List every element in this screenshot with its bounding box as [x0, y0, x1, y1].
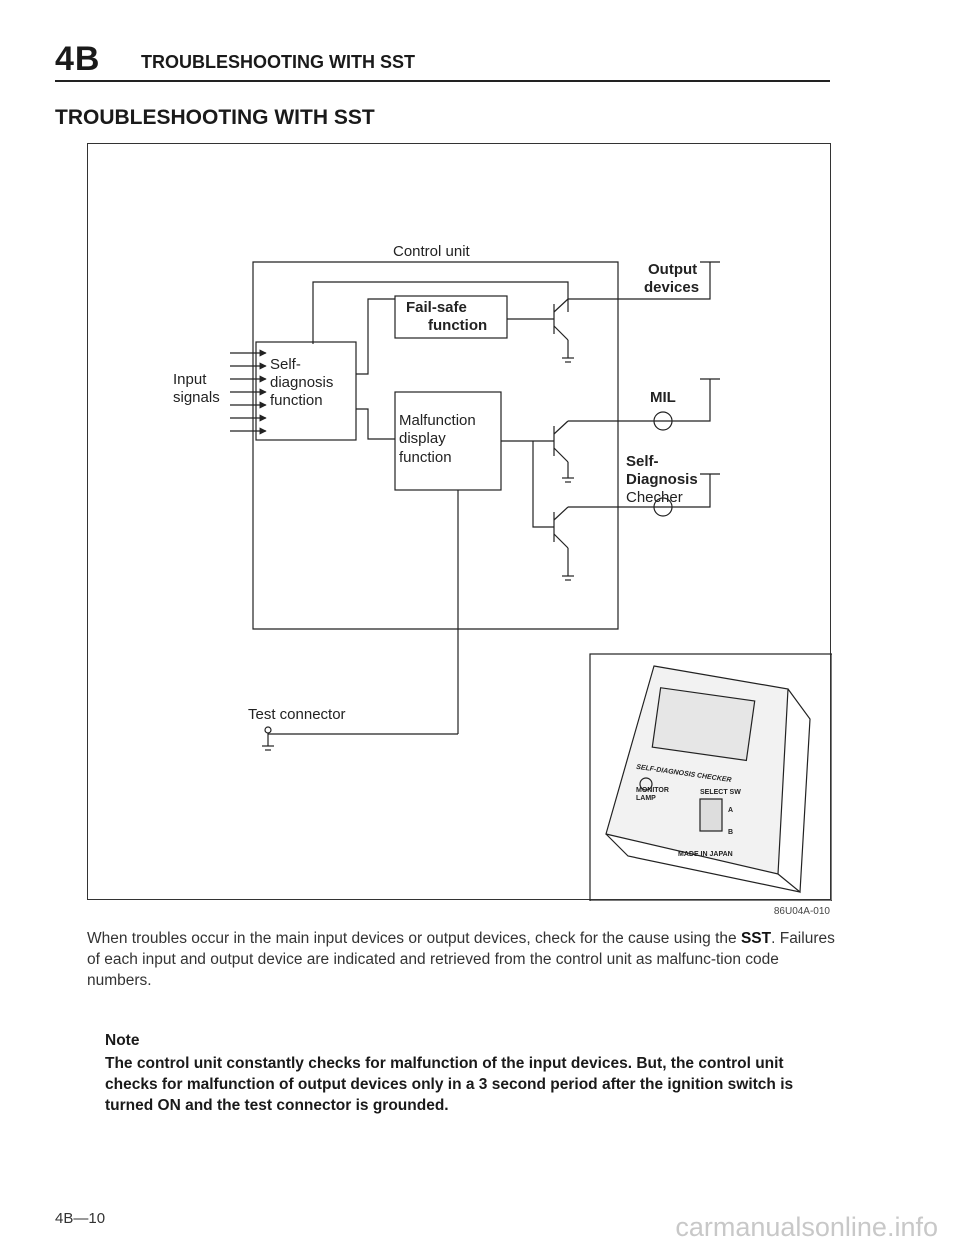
- mil-label: MIL: [650, 389, 676, 406]
- device-monitor-label-1: MONITOR: [636, 787, 669, 794]
- self-diagnosis-box: [255, 341, 357, 441]
- page-number: 4B—10: [55, 1210, 106, 1227]
- self-diag-label-1: Self-: [270, 356, 301, 373]
- test-connector-label: Test connector: [248, 706, 346, 723]
- control-unit-diagram: Control unit Input signals Self- diagnos…: [173, 243, 832, 901]
- page-header: 4B TROUBLESHOOTING WITH SST: [55, 40, 830, 82]
- input-label-1: Input: [173, 371, 207, 388]
- control-unit-box: [252, 261, 619, 630]
- paragraph-bold: SST: [740, 930, 772, 947]
- figure-code: 86U04A-010: [773, 906, 830, 917]
- checker-label-3: Checher: [626, 489, 683, 506]
- section-title: TROUBLESHOOTING WITH SST: [141, 52, 415, 72]
- self-diag-label-3: function: [270, 392, 323, 409]
- watermark: carmanualsonline.info: [675, 1212, 938, 1242]
- checker-label-2: Diagnosis: [626, 471, 698, 488]
- control-unit-label: Control unit: [393, 243, 471, 260]
- input-label-2: signals: [173, 389, 220, 406]
- malfunction-label-1: Malfunction: [399, 412, 476, 429]
- figure-box: Control unit Input signals Self- diagnos…: [87, 143, 832, 901]
- device-a-label: A: [728, 807, 733, 814]
- device-select-label: SELECT SW: [700, 789, 741, 796]
- paragraph-text-2: . Failures of each input and output devi…: [87, 930, 835, 989]
- page-title: TROUBLESHOOTING WITH SST: [55, 106, 375, 129]
- section-number: 4B: [55, 40, 101, 78]
- checker-photo-frame: [589, 653, 832, 901]
- malfunction-label-3: function: [399, 449, 452, 466]
- output-label-1: Output: [648, 261, 697, 278]
- body-paragraph: When troubles occur in the main input de…: [87, 928, 837, 991]
- output-label-2: devices: [644, 279, 699, 296]
- self-diag-label-2: diagnosis: [270, 374, 333, 391]
- mil-lamp-icon: [653, 411, 673, 431]
- paragraph-text-1: When troubles occur in the main input de…: [87, 930, 741, 947]
- device-b-label: B: [728, 829, 733, 836]
- malfunction-label-2: display: [399, 430, 446, 447]
- device-monitor-label-2: LAMP: [636, 795, 656, 802]
- fail-safe-label-2: function: [428, 317, 487, 334]
- fail-safe-box: [394, 295, 508, 339]
- checker-lamp-icon: [653, 497, 673, 517]
- device-made-label: MADE IN JAPAN: [678, 851, 733, 858]
- note-text: The control unit constantly checks for m…: [105, 1055, 794, 1114]
- note-label: Note: [105, 1032, 140, 1049]
- checker-label-1: Self-: [626, 453, 659, 470]
- fail-safe-label-1: Fail-safe: [406, 299, 467, 316]
